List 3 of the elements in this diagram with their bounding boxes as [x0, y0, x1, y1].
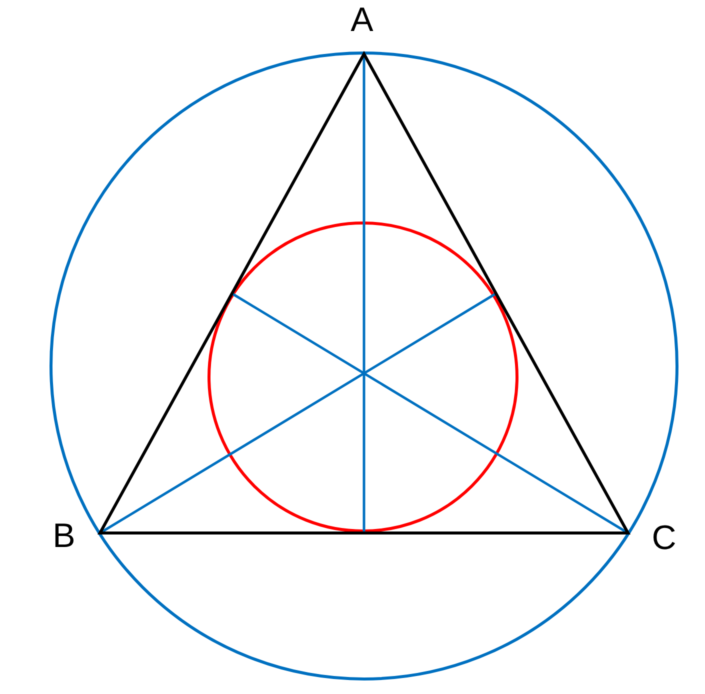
- vertex-label: C: [652, 521, 676, 555]
- vertex-label: B: [52, 519, 76, 553]
- vertex-label: A: [350, 3, 374, 37]
